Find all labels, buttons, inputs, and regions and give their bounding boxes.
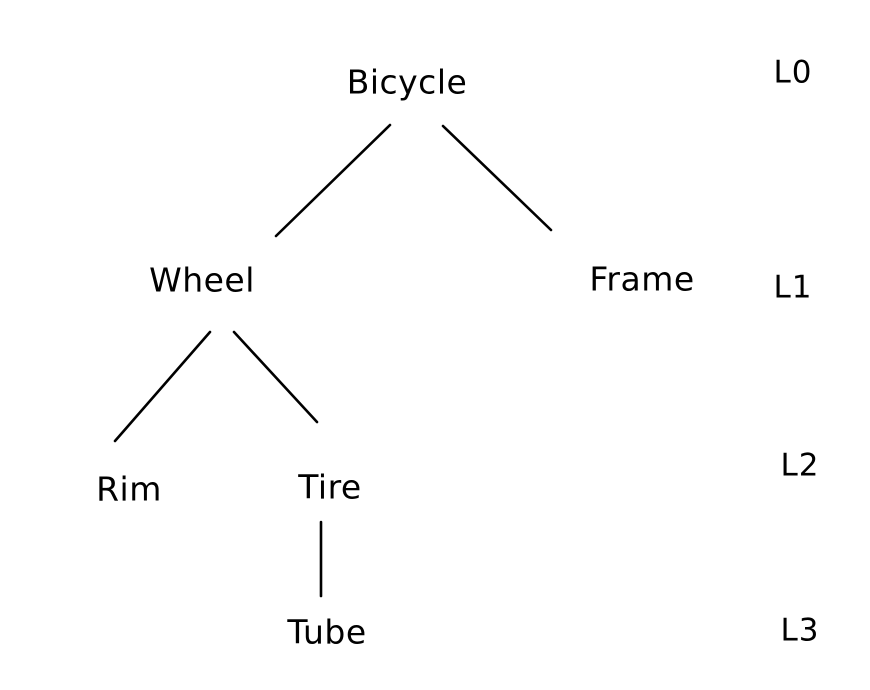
- tree-node-rim[interactable]: Rim: [96, 469, 162, 509]
- tree-node-tire[interactable]: Tire: [298, 467, 362, 507]
- tree-node-tube[interactable]: Tube: [287, 612, 367, 652]
- level-label-l1: L1: [773, 269, 813, 306]
- tree-node-bicycle[interactable]: Bicycle: [346, 62, 468, 102]
- level-label-l3: L3: [780, 612, 820, 649]
- tree-node-frame[interactable]: Frame: [589, 259, 695, 299]
- tree-node-wheel[interactable]: Wheel: [149, 260, 255, 300]
- tree-edge-bicycle-to-wheel: [274, 123, 392, 238]
- level-label-l2: L2: [780, 447, 820, 484]
- tree-edge-wheel-to-tire: [232, 330, 319, 424]
- tree-edge-bicycle-to-frame: [441, 124, 553, 232]
- tree-edge-wheel-to-rim: [113, 330, 212, 443]
- level-label-l0: L0: [773, 54, 813, 91]
